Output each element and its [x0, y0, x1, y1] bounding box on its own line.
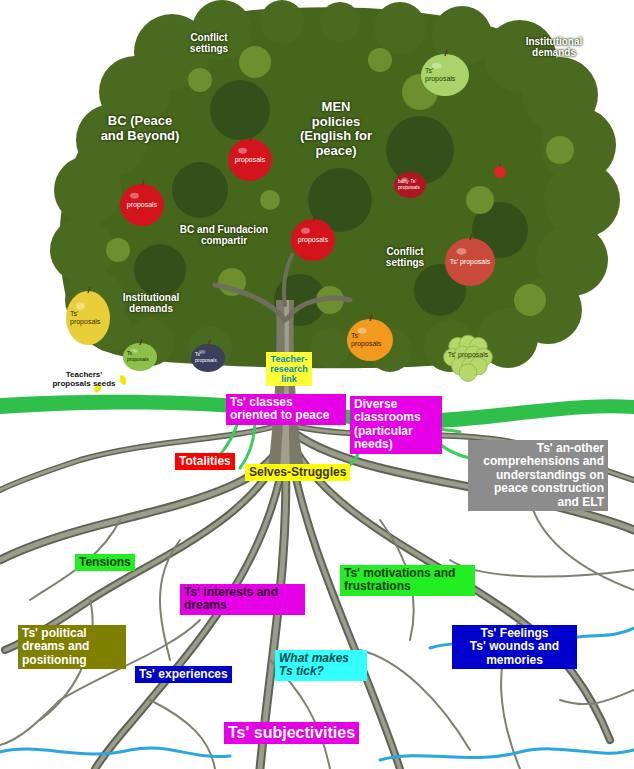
box-text: What makes Ts tick?: [279, 652, 363, 679]
fruit-text: Ts' proposals: [195, 352, 221, 363]
label-box: Totalities: [175, 453, 235, 470]
small-fruit: [494, 166, 506, 178]
label-box: Selves-Struggles: [245, 464, 350, 481]
seed-label: Teachers' proposals seeds: [48, 371, 120, 389]
box-text: Ts' wounds and memories: [456, 640, 573, 667]
fruit-text: proposals: [235, 156, 265, 164]
canopy-label: Conflict settings: [376, 246, 434, 268]
seed: [118, 374, 127, 385]
box-text: Ts' Feelings: [456, 627, 573, 640]
fruit-text: Ts' proposals: [351, 332, 389, 348]
canopy-label: BC (Peace and Beyond): [98, 114, 182, 143]
box-text: Ts' experiences: [139, 668, 228, 681]
fruit-text: baby Ts' proposals: [398, 179, 422, 190]
fruit-node: proposals: [120, 184, 164, 226]
grass-band: [0, 395, 634, 429]
label-box: Ts' an-other comprehensions and understa…: [468, 440, 608, 511]
box-text: Tensions: [79, 556, 131, 569]
fruit-node: proposals: [228, 139, 272, 181]
box-text: Ts' motivations and frustrations: [344, 567, 471, 594]
fruit-node: Ts' proposals: [445, 238, 495, 286]
fruit-text: Ts' proposals: [450, 258, 491, 266]
canopy-label: MEN policies (English for peace): [296, 100, 376, 158]
fruit-node: Ts' proposals: [442, 333, 494, 377]
label-box: Ts' interests and dreams: [180, 584, 305, 615]
box-text: Ts' an-other comprehensions and understa…: [472, 442, 604, 509]
box-text: Ts' interests and dreams: [184, 586, 301, 613]
fruit-text: proposals: [298, 236, 328, 244]
fruit-node: Ts' proposals: [123, 343, 157, 371]
fruit-text: Ts' proposals: [127, 351, 153, 362]
roots: [0, 425, 634, 769]
canopy-label: Institutional demands: [515, 36, 593, 58]
box-text: Selves-Struggles: [249, 466, 346, 479]
canopy-label: Conflict settings: [183, 32, 235, 54]
fruit-node: Ts' proposals: [347, 319, 393, 361]
box-text: Diverse classrooms (particular needs): [354, 398, 438, 452]
label-box: Diverse classrooms (particular needs): [350, 396, 442, 454]
fruit-node: Ts' proposals: [191, 344, 225, 372]
box-text: Ts' political dreams and positioning: [22, 627, 122, 667]
fruit-text: Ts' proposals: [448, 351, 489, 359]
label-box: Ts' classes oriented to peace: [226, 394, 346, 425]
canopy-label: BC and Fundacion compartir: [165, 224, 283, 246]
label-box: Ts' FeelingsTs' wounds and memories: [452, 625, 577, 669]
fruit-text: Ts' proposals: [70, 310, 106, 326]
fruit-text: proposals: [127, 201, 157, 209]
fruit-node: proposals: [291, 219, 335, 261]
label-box: Teacher-research link: [266, 352, 312, 386]
canopy-label: Institutional demands: [110, 292, 192, 314]
box-text: Ts' classes oriented to peace: [230, 396, 342, 423]
canopy: [50, 0, 620, 372]
label-box: Ts' experiences: [135, 666, 232, 683]
label-box: Ts' motivations and frustrations: [340, 565, 475, 596]
box-text: Totalities: [179, 455, 231, 468]
box-text: Ts' subjectivities: [228, 724, 355, 742]
fruit-node: Ts' proposals: [66, 291, 110, 345]
label-box: Ts' political dreams and positioning: [18, 625, 126, 669]
box-text: Teacher-research link: [270, 354, 308, 384]
fruit-node: baby Ts' proposals: [394, 172, 426, 198]
label-box: What makes Ts tick?: [275, 650, 367, 681]
label-box: Ts' subjectivities: [224, 722, 359, 744]
fruit-node: Ts' proposals: [421, 54, 469, 96]
fruit-text: Ts' proposals: [425, 67, 465, 83]
label-box: Tensions: [75, 554, 135, 571]
trunk: [93, 163, 506, 470]
